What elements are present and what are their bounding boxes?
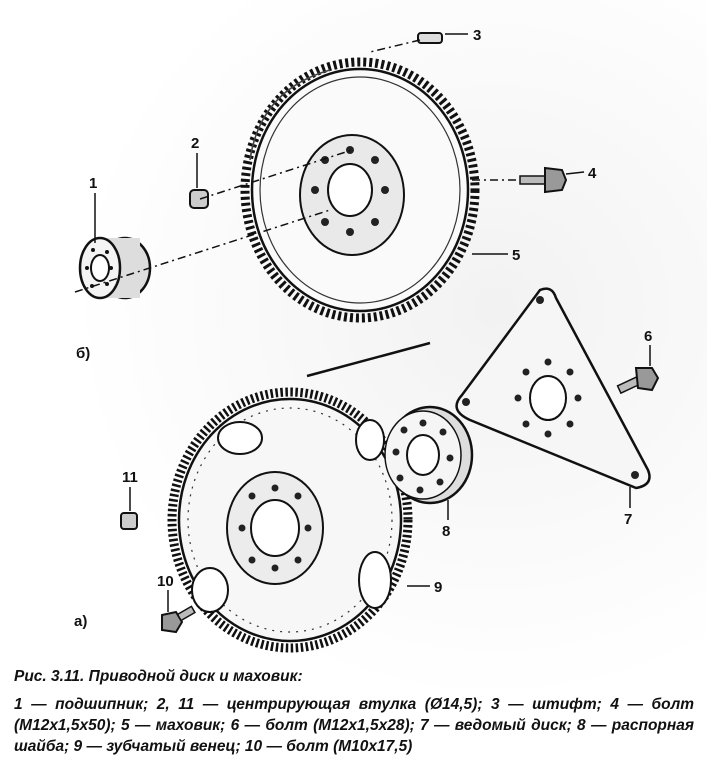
callout-1: 1 [89,175,97,192]
figure-caption: Рис. 3.11. Приводной диск и маховик: 1 —… [14,668,694,757]
callout-6: 6 [644,328,652,345]
centering-bushing-2 [189,189,209,209]
flywheel-assembly [74,32,568,323]
exploded-diagram: 1 2 3 4 5 6 7 8 9 11 10 б) а) [74,27,660,653]
subfigure-label-a: а) [74,613,87,630]
bolt-6 [616,367,660,395]
callout-7: 7 [624,511,632,528]
pin [417,32,443,44]
subfigure-label-b: б) [76,345,90,362]
bolt-10 [161,605,196,634]
callout-5: 5 [512,247,520,264]
flywheel [240,57,480,323]
callout-11: 11 [122,469,138,486]
drive-disk-assembly [120,287,660,653]
callout-10: 10 [157,573,174,590]
callout-3: 3 [473,27,481,44]
centering-bushing-11 [120,512,138,530]
callout-8: 8 [442,523,450,540]
callout-9: 9 [434,579,442,596]
driven-disk [455,287,651,490]
callout-2: 2 [191,135,199,152]
caption-title: Рис. 3.11. Приводной диск и маховик: [14,668,303,685]
caption-legend: 1 — подшипник; 2, 11 — центрирующая втул… [14,696,694,755]
spacer-washer [384,405,474,505]
callout-4: 4 [588,165,597,182]
ring-gear [167,387,413,653]
bolt-4 [519,166,568,194]
bearing [78,236,152,300]
